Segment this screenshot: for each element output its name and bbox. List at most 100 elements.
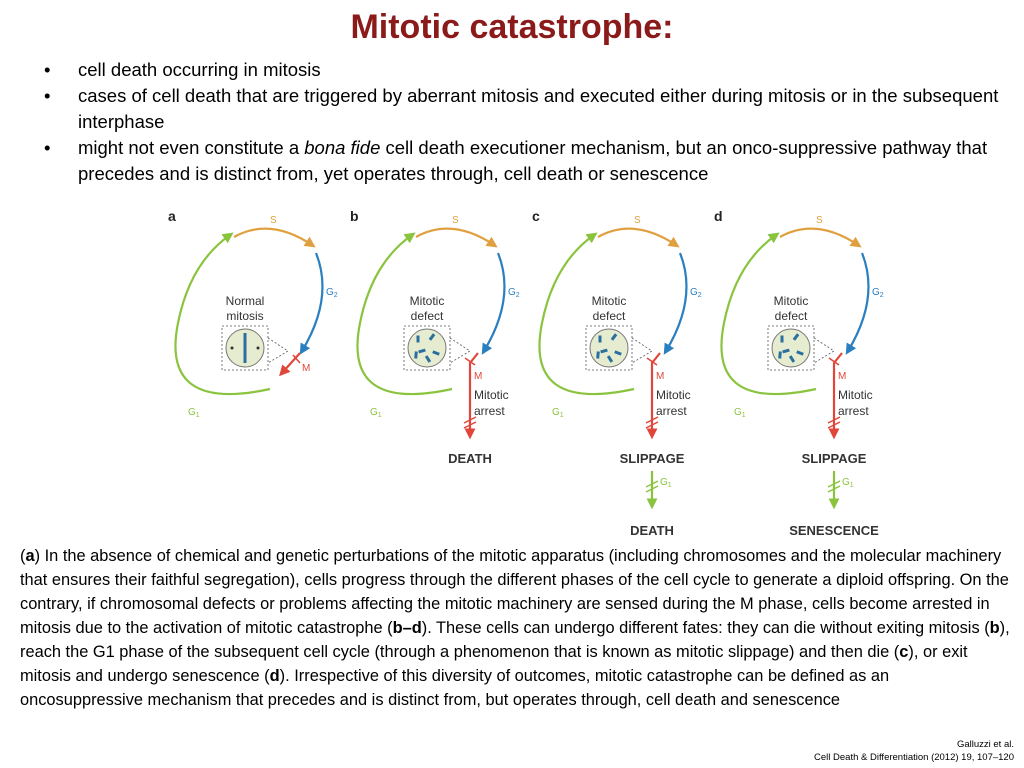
arrest-label-line2: arrest (474, 404, 505, 418)
bullet-dot-icon: • (44, 59, 51, 80)
chromosome-icon (610, 333, 618, 341)
chromosome-icon (780, 335, 784, 343)
chromosome-icon (418, 348, 426, 354)
block-mark-icon (463, 421, 477, 429)
caption-text: ). These cells can undergo different fat… (421, 619, 990, 637)
center-label-line1: Mitotic (592, 294, 627, 308)
bullet-item: •cases of cell death that are triggered … (44, 85, 999, 132)
phase-label-m: M (838, 371, 846, 382)
block-mark-icon (645, 421, 659, 429)
phase-label-g1-next: G1 (842, 477, 854, 489)
block-mark-icon (827, 480, 841, 488)
phase-label-g1: G1 (188, 407, 200, 419)
phase-label-g1-next: G1 (660, 477, 672, 489)
block-mark-icon (463, 416, 477, 424)
outcome-label: SLIPPAGE (802, 451, 867, 466)
cell-dashed-box (767, 325, 815, 371)
cell-icon (407, 328, 447, 368)
chromosome-icon (614, 350, 622, 356)
panel-letter: d (714, 208, 723, 224)
caption-text: ), reach the G1 phase of the subsequent … (20, 619, 1010, 661)
block-mark-icon (292, 354, 301, 364)
arc-s-phase (597, 227, 680, 248)
cell-dashed-box (403, 325, 451, 371)
phase-label-m: M (302, 363, 310, 374)
arrow-m-phase (828, 352, 843, 440)
outcome-label: SLIPPAGE (620, 451, 685, 466)
caption-text: ( (20, 547, 26, 565)
phase-label-s: S (634, 215, 641, 226)
citation-journal: Cell Death & Differentiation (2012) 19, … (814, 752, 1014, 763)
center-label-line1: Mitotic (410, 294, 445, 308)
cell-dashed-box (585, 325, 633, 371)
phase-label-g1: G1 (734, 407, 746, 419)
center-label-line2: defect (411, 309, 444, 323)
chromosome-icon (600, 348, 608, 354)
caption-panel-ref: a (25, 547, 35, 565)
chromosome-icon (792, 333, 800, 341)
caption-text: ). Irrespective of this diversity of out… (20, 667, 890, 709)
arc-s-phase (779, 227, 862, 248)
block-mark-icon (827, 421, 841, 429)
citation-authors: Galluzzi et al. (956, 739, 1014, 750)
phase-label-g1: G1 (552, 407, 564, 419)
bullet-item: •might not even constitute a bona fide c… (44, 137, 988, 184)
panel-letter: c (532, 208, 540, 224)
chromosome-icon (428, 333, 436, 341)
final-outcome-label: DEATH (630, 523, 674, 538)
arrest-label-line1: Mitotic (656, 388, 691, 402)
bullet-dot-icon: • (44, 137, 51, 158)
block-mark-icon (645, 416, 659, 424)
center-label-line1: Normal (226, 294, 265, 308)
arc-g2-phase (299, 252, 324, 355)
arrest-label-line1: Mitotic (474, 388, 509, 402)
block-mark-icon (827, 416, 841, 424)
phase-label-s: S (452, 215, 459, 226)
arc-g1-phase (356, 232, 453, 396)
final-outcome-label: SENESCENCE (789, 523, 879, 538)
centrosome-icon (256, 346, 260, 350)
chromosome-icon (778, 351, 782, 359)
chromosome-icon (416, 335, 420, 343)
phase-label-g2: G2 (690, 287, 702, 299)
phase-label-m: M (656, 371, 664, 382)
chromosome-icon (424, 355, 432, 363)
arc-g1-phase (174, 232, 271, 396)
arrow-m-phase (646, 352, 661, 440)
chromosome-icon (598, 335, 602, 343)
phase-label-s: S (816, 215, 823, 226)
arc-g2-phase (481, 252, 506, 355)
bullet-dot-icon: • (44, 85, 51, 106)
phase-label-m: M (474, 371, 482, 382)
arc-g2-phase (663, 252, 688, 355)
arc-s-phase (233, 227, 316, 248)
outcome-label: DEATH (448, 451, 492, 466)
caption-text: ), or exit mitosis and undergo senescenc… (20, 643, 968, 685)
slide-title: Mitotic catastrophe: (350, 8, 674, 46)
phase-label-g2: G2 (872, 287, 884, 299)
block-mark-icon (645, 480, 659, 488)
chromosome-icon (432, 350, 440, 356)
zoom-connector (267, 337, 289, 364)
arrow-m-phase (464, 352, 479, 440)
chromosome-icon (596, 351, 600, 359)
chromosome-icon (796, 350, 804, 356)
arc-g1-phase (538, 232, 635, 396)
phase-label-g2: G2 (326, 287, 338, 299)
center-label-line2: mitosis (226, 309, 263, 323)
block-mark-icon (645, 485, 659, 493)
arrest-label-line2: arrest (656, 404, 687, 418)
block-mark-icon (646, 357, 658, 366)
phase-label-g2: G2 (508, 287, 520, 299)
arrow-m-phase (279, 352, 301, 377)
arrest-label-line2: arrest (838, 404, 869, 418)
chromosome-icon (782, 348, 790, 354)
cell-dashed-box (221, 325, 269, 371)
arc-s-phase (415, 227, 498, 248)
caption-panel-ref: b–d (392, 619, 422, 637)
chromosome-icon (606, 355, 614, 363)
arc-g2-phase (845, 252, 870, 355)
